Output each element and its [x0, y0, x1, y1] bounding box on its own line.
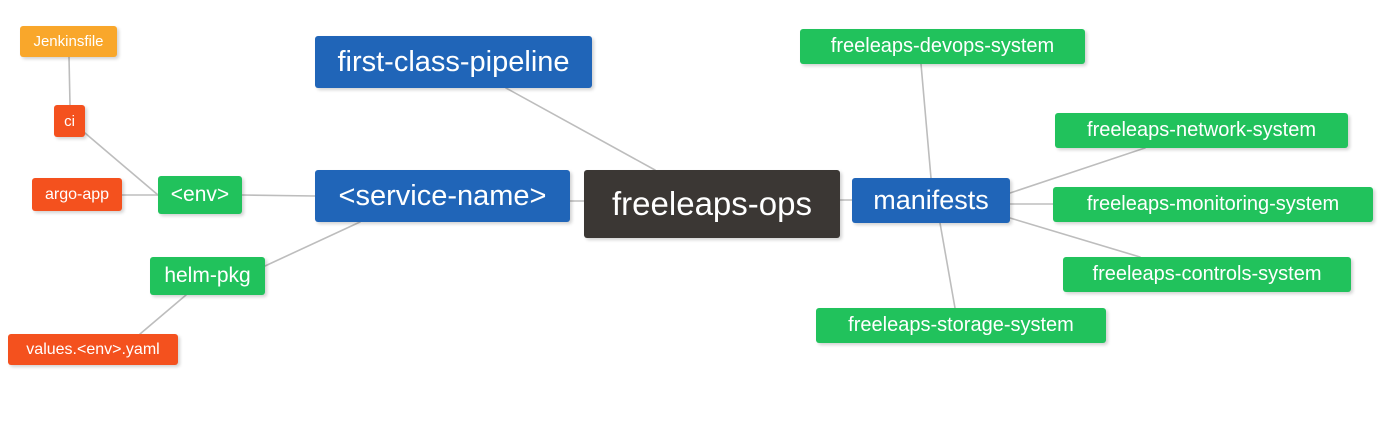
node-freeleaps-devops-system[interactable]: freeleaps-devops-system — [800, 29, 1085, 64]
node-freeleaps-monitoring-system[interactable]: freeleaps-monitoring-system — [1053, 187, 1373, 222]
edge-first-class-pipeline-to-freeleaps-ops — [505, 87, 656, 171]
node-freeleaps-storage-system[interactable]: freeleaps-storage-system — [816, 308, 1106, 343]
node-service-name[interactable]: <service-name> — [315, 170, 570, 222]
node-argo-app[interactable]: argo-app — [32, 178, 122, 211]
edge-jenkinsfile-to-ci — [68, 56, 71, 106]
node-helm-pkg[interactable]: helm-pkg — [150, 257, 265, 295]
node-first-class-pipeline[interactable]: first-class-pipeline — [315, 36, 592, 88]
edge-env-to-service-name — [241, 194, 316, 197]
node-freeleaps-ops[interactable]: freeleaps-ops — [584, 170, 840, 238]
node-jenkinsfile[interactable]: Jenkinsfile — [20, 26, 117, 57]
edge-manifests-to-freeleaps-controls-system — [1009, 217, 1141, 258]
node-freeleaps-controls-system[interactable]: freeleaps-controls-system — [1063, 257, 1351, 292]
node-values-env-yaml[interactable]: values.<env>.yaml — [8, 334, 178, 365]
node-freeleaps-network-system[interactable]: freeleaps-network-system — [1055, 113, 1348, 148]
node-manifests[interactable]: manifests — [852, 178, 1010, 223]
edge-helm-pkg-to-service-name — [264, 221, 361, 267]
node-ci[interactable]: ci — [54, 105, 85, 137]
node-env[interactable]: <env> — [158, 176, 242, 214]
edge-values-env-yaml-to-helm-pkg — [139, 294, 187, 335]
edge-manifests-to-freeleaps-devops-system — [920, 63, 932, 179]
edge-manifests-to-freeleaps-storage-system — [939, 222, 956, 309]
